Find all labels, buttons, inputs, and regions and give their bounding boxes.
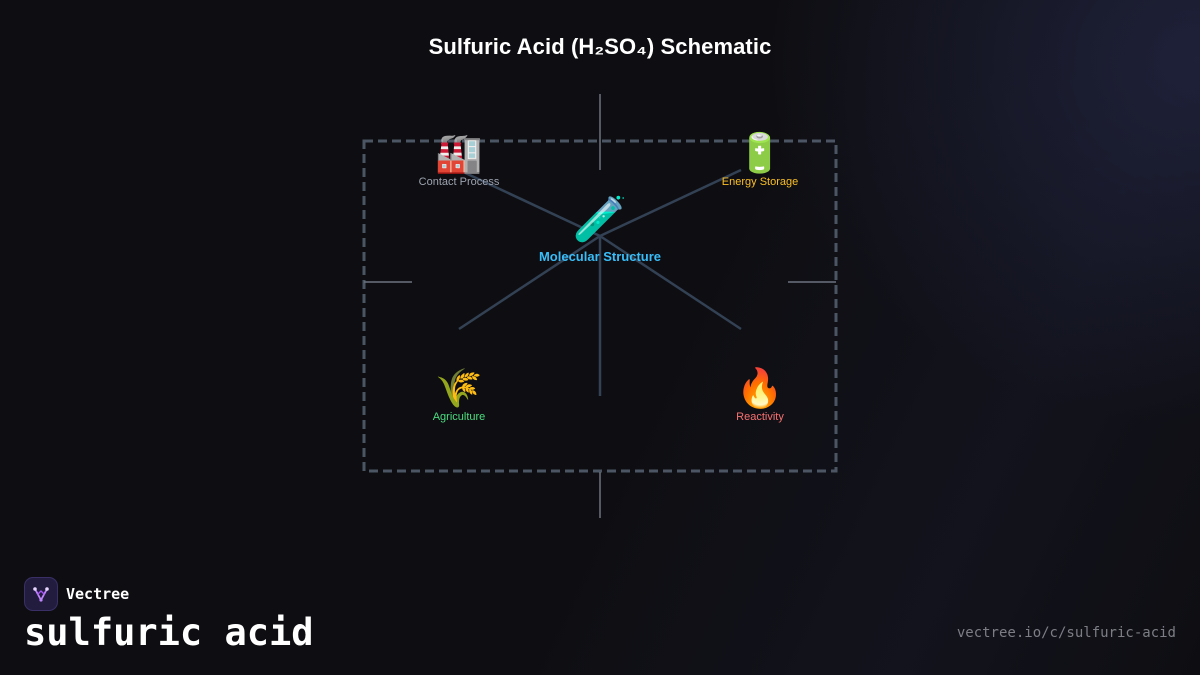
diagram-title: Sulfuric Acid (H₂SO₄) Schematic	[428, 34, 772, 59]
node-label-molecular-structure: Molecular Structure	[538, 249, 662, 264]
connector-energy-storage	[599, 168, 742, 238]
node-energy-storage: 🔋 Energy Storage	[722, 131, 798, 188]
node-label-reactivity: Reactivity	[736, 411, 784, 423]
sheaf-of-rice-icon: 🌾	[435, 366, 483, 410]
topic-title: sulfuric acid	[24, 611, 314, 654]
node-label-contact-process: Contact Process	[418, 176, 500, 188]
connector-agriculture	[458, 234, 601, 331]
node-label-agriculture: Agriculture	[432, 411, 486, 423]
brand[interactable]: Vectree	[24, 577, 129, 611]
factory-icon: 🏭	[435, 131, 483, 175]
node-agriculture: 🌾 Agriculture	[433, 366, 486, 423]
battery-icon: 🔋	[736, 131, 784, 175]
page-url[interactable]: vectree.io/c/sulfuric-acid	[956, 625, 1176, 641]
brand-name: Vectree	[66, 585, 130, 603]
node-reactivity: 🔥 Reactivity	[736, 366, 784, 423]
connector-contact-process	[458, 168, 601, 238]
test-tube-icon: 🧪	[572, 194, 628, 245]
node-molecular-structure: 🧪 Molecular Structure	[538, 194, 662, 265]
connector-reactivity	[599, 234, 742, 331]
vectree-logo-icon	[24, 577, 58, 611]
dashed-frame	[362, 139, 838, 473]
node-contact-process: 🏭 Contact Process	[419, 131, 500, 188]
fire-icon: 🔥	[736, 366, 784, 410]
node-label-energy-storage: Energy Storage	[721, 176, 799, 188]
